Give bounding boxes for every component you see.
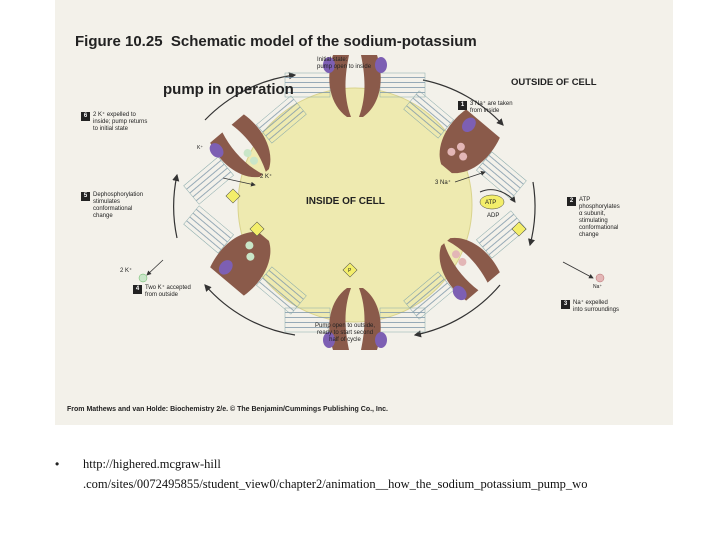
pump-top <box>284 55 426 117</box>
pump-bottom <box>284 288 426 350</box>
inside-of-cell-label: INSIDE OF CELL <box>306 196 385 207</box>
step-1-badge: 1 <box>458 101 467 110</box>
cycle-arrow <box>172 173 180 239</box>
figure-title-line2: pump in operation <box>163 81 294 98</box>
step-4-note: Two K⁺ accepted from outside <box>145 285 191 298</box>
animation-link-line1[interactable]: http://highered.mcgraw-hill <box>83 457 221 471</box>
cycle-arrow <box>204 72 297 121</box>
step-3-note: Na⁺ expelled into surroundings <box>573 300 620 313</box>
cycle-arrow <box>422 79 504 126</box>
na-ion-outside <box>595 273 605 283</box>
phosphate-marker <box>225 188 241 204</box>
phosphate-marker <box>511 221 527 237</box>
pump-top-right <box>403 90 527 200</box>
atp-arrow <box>479 189 516 203</box>
cycle-arrow <box>413 284 501 338</box>
step-6-badge: 6 <box>81 112 90 121</box>
k-out-arrow <box>146 259 164 276</box>
step-2-note: ATP phosphorylates α subunit, stimulatin… <box>579 197 620 238</box>
k-in-arrow <box>222 177 256 187</box>
initial-state-note: Initial state: pump open to inside <box>317 57 372 70</box>
pump-top-left <box>183 95 307 205</box>
k-ion-label: K⁺ <box>197 145 203 151</box>
two-k-inside-label: 2 K⁺ <box>260 173 272 180</box>
step-5-note: Dephosphorylation stimulates conformatio… <box>93 192 144 219</box>
step-5-badge: 5 <box>81 192 90 201</box>
figure-title-line1: Figure 10.25 Schematic model of the sodi… <box>75 33 477 50</box>
bullet-marker: • <box>55 457 60 471</box>
figure-credit: From Mathews and van Holde: Biochemistry… <box>67 406 388 413</box>
phosphate-label: P <box>348 268 352 274</box>
step-4-badge: 4 <box>133 285 142 294</box>
adp-label: ADP <box>487 213 499 219</box>
pump-open-outside-note: Pump open to outside, ready to start sec… <box>315 323 376 343</box>
cycle-arrow <box>204 284 296 336</box>
two-k-outside-label: 2 K⁺ <box>120 267 132 274</box>
na-in-arrow <box>454 170 486 183</box>
step-3-badge: 3 <box>561 300 570 309</box>
cycle-arrow <box>528 181 536 247</box>
pump-bottom-left <box>183 205 307 315</box>
cell-interior <box>237 87 473 323</box>
step-1-note: 3 Na⁺ are taken from inside <box>470 101 513 114</box>
na-ion-label: Na⁺ <box>593 284 602 290</box>
figure-title: Figure 10.25 Schematic model of the sodi… <box>75 2 477 130</box>
phosphate-marker <box>342 262 358 278</box>
three-na-label: 3 Na⁺ <box>435 179 451 186</box>
pump-cycle-diagram: 3 Na⁺ 2 K⁺ 2 K⁺ ATP ADP Na⁺ K⁺ P <box>120 55 605 350</box>
k-ion-outside <box>138 273 148 283</box>
pump-bottom-right <box>403 210 527 320</box>
na-out-arrow <box>562 261 594 279</box>
phosphate-marker <box>249 221 265 237</box>
animation-link-line2[interactable]: .com/sites/0072495855/student_view0/chap… <box>83 477 588 491</box>
step-6-note: 2 K⁺ expelled to inside; pump returns to… <box>93 112 148 132</box>
step-2-badge: 2 <box>567 197 576 206</box>
outside-of-cell-label: OUTSIDE OF CELL <box>511 77 597 88</box>
atp-molecule <box>479 194 505 210</box>
sodium-potassium-pump-figure: 3 Na⁺ 2 K⁺ 2 K⁺ ATP ADP Na⁺ K⁺ P Figure … <box>55 0 673 425</box>
atp-label: ATP <box>485 200 496 206</box>
